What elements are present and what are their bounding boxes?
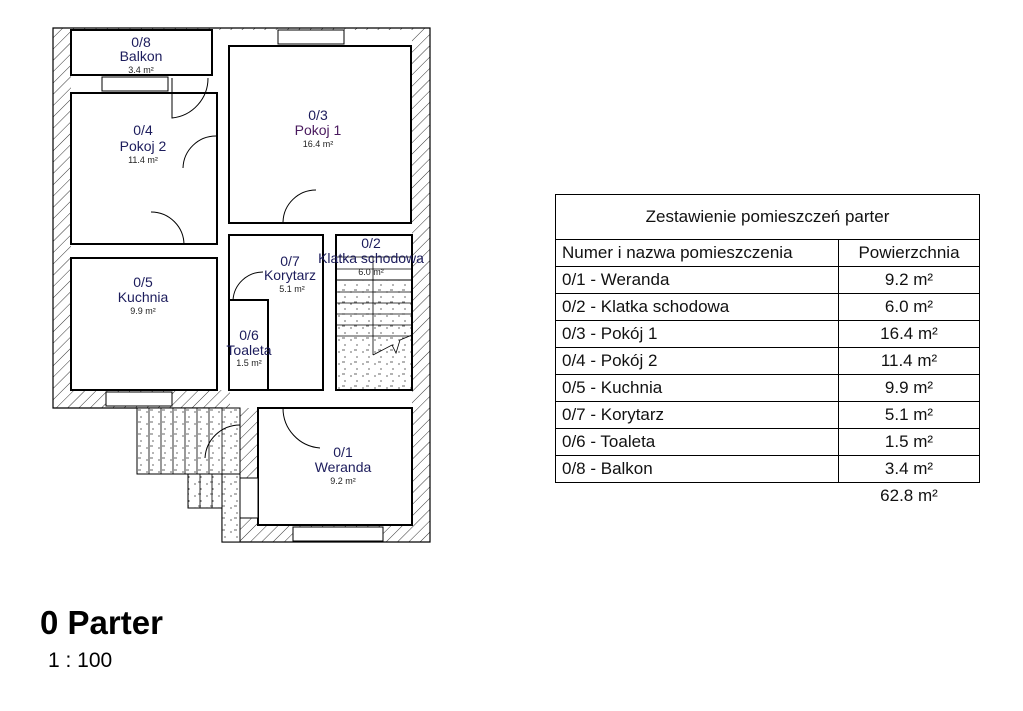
room-name: Pokoj 1: [295, 122, 342, 138]
room-area: 1.5 m²: [236, 358, 262, 368]
cell-name: 0/1 - Weranda: [555, 266, 839, 294]
cell-name: 0/5 - Kuchnia: [555, 374, 839, 402]
room-number: 0/1: [333, 444, 353, 460]
room-toaleta: [228, 299, 269, 391]
room-name: Korytarz: [264, 267, 316, 283]
room-area: 3.4 m²: [128, 65, 154, 75]
cell-name: 0/3 - Pokój 1: [555, 320, 839, 348]
stairs: [136, 256, 413, 543]
room-pokoj-1: [228, 45, 412, 224]
cell-name: 0/7 - Korytarz: [555, 401, 839, 429]
room-klatka-schodowa: [335, 234, 413, 391]
cell-name: 0/4 - Pokój 2: [555, 347, 839, 375]
room-name: Klatka schodowa: [318, 250, 424, 266]
room-kuchnia: [70, 257, 218, 391]
cell-area: 5.1 m²: [838, 401, 980, 429]
view-scale: 1 : 100: [48, 649, 113, 672]
room-balkon: [70, 29, 213, 76]
room-number: 0/6: [239, 327, 259, 343]
header-name: Numer i nazwa pomieszczenia: [555, 239, 839, 267]
room-name: Balkon: [120, 48, 163, 64]
cell-area: 3.4 m²: [838, 455, 980, 483]
room-schedule-table: Zestawienie pomieszczeń parter Numer i n…: [555, 194, 980, 509]
cell-area: 1.5 m²: [838, 428, 980, 456]
cell-area: 16.4 m²: [838, 320, 980, 348]
room-pokoj-2: [70, 92, 218, 245]
cell-name: 0/8 - Balkon: [555, 455, 839, 483]
room-name: Toaleta: [226, 342, 271, 358]
rooms: [70, 29, 413, 526]
room-weranda: [257, 407, 413, 526]
room-number: 0/3: [308, 107, 328, 123]
header-area: Powierzchnia: [838, 239, 980, 267]
room-number: 0/7: [280, 253, 300, 269]
room-number: 0/4: [133, 122, 153, 138]
schedule-title: Zestawienie pomieszczeń parter: [555, 194, 980, 240]
room-number: 0/5: [133, 274, 153, 290]
room-name: Kuchnia: [118, 289, 169, 305]
windows: [101, 29, 384, 542]
room-number: 0/8: [131, 34, 151, 50]
room-area: 6.0 m²: [358, 267, 384, 277]
room-area: 5.1 m²: [279, 284, 305, 294]
cell-name: 0/2 - Klatka schodowa: [555, 293, 839, 321]
room-labels: 0/8 Balkon 3.4 m² 0/4 Pokoj 2 11.4 m² 0/…: [118, 34, 424, 486]
room-area: 16.4 m²: [303, 139, 334, 149]
cell-area: 11.4 m²: [838, 347, 980, 375]
cell-name: 0/6 - Toaleta: [555, 428, 839, 456]
room-name: Weranda: [315, 459, 372, 475]
total-area: 62.8 m²: [880, 486, 938, 505]
room-area: 9.9 m²: [130, 306, 156, 316]
cell-area: 9.9 m²: [838, 374, 980, 402]
room-area: 11.4 m²: [128, 155, 158, 165]
room-name: Pokoj 2: [120, 138, 167, 154]
room-area: 9.2 m²: [330, 476, 356, 486]
cell-area: 6.0 m²: [838, 293, 980, 321]
view-title: 0 Parter: [40, 604, 163, 641]
doors: [150, 77, 321, 459]
room-number: 0/2: [361, 235, 381, 251]
cell-area: 9.2 m²: [838, 266, 980, 294]
